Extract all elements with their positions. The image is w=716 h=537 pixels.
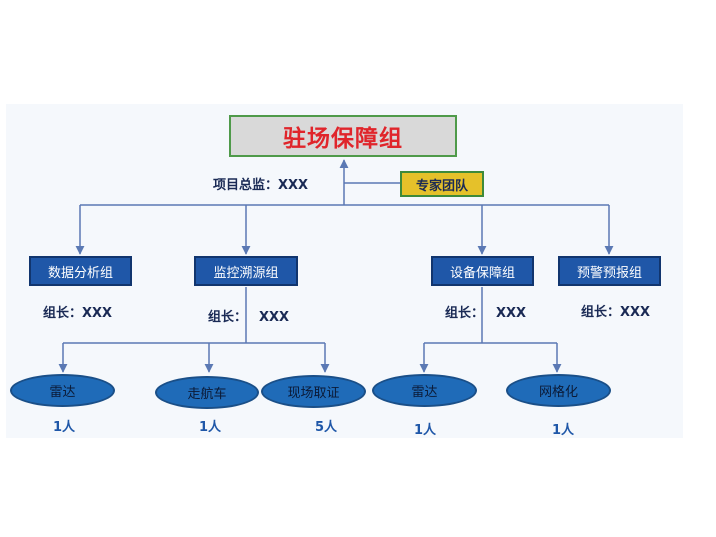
count-radar-2: 1人 (414, 423, 437, 438)
group-data-analysis: 数据分析组 (29, 256, 132, 286)
director-label: 项目总监：XXX (213, 174, 308, 193)
director-label-text: 项目总监： (213, 178, 279, 193)
group-equipment-support: 设备保障组 (431, 256, 534, 286)
leader-label: 组长： (581, 305, 621, 320)
leader-early-warning: 组长：XXX (581, 301, 650, 320)
leader-name: XXX (496, 306, 527, 321)
count-radar-1: 1人 (53, 420, 76, 435)
leader-label: 组长： (43, 306, 83, 321)
unit-radar-2: 雷达 (372, 374, 477, 407)
unit-onsite-evidence: 现场取证 (261, 375, 366, 408)
leader-name: XXX (620, 305, 651, 320)
unit-patrol-vehicle: 走航车 (155, 376, 259, 409)
expert-team-node: 专家团队 (400, 171, 484, 197)
group-early-warning: 预警预报组 (558, 256, 661, 286)
group-monitoring-tracing: 监控溯源组 (194, 256, 298, 286)
count-onsite-evidence: 5人 (315, 420, 338, 435)
unit-radar-1: 雷达 (10, 374, 115, 407)
count-patrol-vehicle: 1人 (199, 420, 222, 435)
leader-label: 组长： (445, 306, 485, 321)
leader-label: 组长： (208, 310, 248, 325)
leader-name: XXX (82, 306, 113, 321)
leader-name: XXX (259, 310, 290, 325)
leader-data-analysis: 组长：XXX (43, 302, 112, 321)
unit-grid-network: 网格化 (506, 374, 611, 407)
leader-monitoring-tracing: 组长： XXX (208, 306, 289, 325)
count-grid-network: 1人 (552, 423, 575, 438)
root-node: 驻场保障组 (229, 115, 457, 157)
leader-equipment-support: 组长： XXX (445, 302, 526, 321)
director-name: XXX (278, 178, 309, 193)
